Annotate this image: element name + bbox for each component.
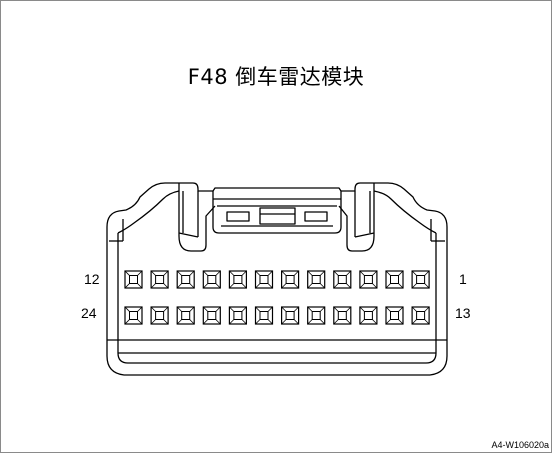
pin-cavity-6 <box>281 270 300 289</box>
pin-cavity-18 <box>281 306 300 325</box>
pin-cavity-1 <box>411 270 430 289</box>
pin-label-bottom-left: 24 <box>81 305 97 321</box>
pin-cavity-17 <box>307 306 326 325</box>
pin-cavity-21 <box>202 306 221 325</box>
connector-inner-outline <box>117 233 437 364</box>
lever-slot-left <box>226 211 250 222</box>
pin-cavity-22 <box>176 306 195 325</box>
pin-label-top-right: 1 <box>459 271 467 287</box>
connector-housing-outline <box>106 182 448 376</box>
pin-cavity-14 <box>385 306 404 325</box>
reference-code: A4-W106020a <box>491 440 549 450</box>
locking-lever <box>212 191 342 234</box>
pin-cavity-4 <box>333 270 352 289</box>
pin-cavity-2 <box>385 270 404 289</box>
pin-cavity-11 <box>150 270 169 289</box>
pin-cavity-19 <box>254 306 274 325</box>
pin-cavity-7 <box>254 270 274 289</box>
pin-cavity-24 <box>124 306 143 325</box>
pin-cavity-3 <box>359 270 378 289</box>
pin-label-bottom-right: 13 <box>455 305 471 321</box>
latch-tower-right-edge <box>354 232 375 238</box>
latch-tower-right <box>338 183 375 252</box>
lever-slot-right <box>304 211 328 222</box>
housing-shoulder-left <box>117 190 180 234</box>
housing-shoulder-right <box>373 190 437 234</box>
pin-cavity-9 <box>202 270 221 289</box>
pin-cavity-15 <box>359 306 378 325</box>
latch-tower-left <box>178 183 216 252</box>
pin-cavity-8 <box>228 270 247 289</box>
pin-cavity-13 <box>411 306 430 325</box>
pin-cavity-23 <box>150 306 169 325</box>
diagram-title: F48 倒车雷达模块 <box>187 65 365 89</box>
latch-tower-left-edge <box>178 232 199 238</box>
lever-center-tab <box>259 207 296 225</box>
pin-cavity-5 <box>307 270 326 289</box>
pin-cavity-20 <box>228 306 247 325</box>
pin-grid <box>124 270 430 325</box>
pin-cavity-10 <box>176 270 195 289</box>
pin-cavity-12 <box>124 270 143 289</box>
pin-label-top-left: 12 <box>84 271 100 287</box>
pin-cavity-16 <box>333 306 352 325</box>
